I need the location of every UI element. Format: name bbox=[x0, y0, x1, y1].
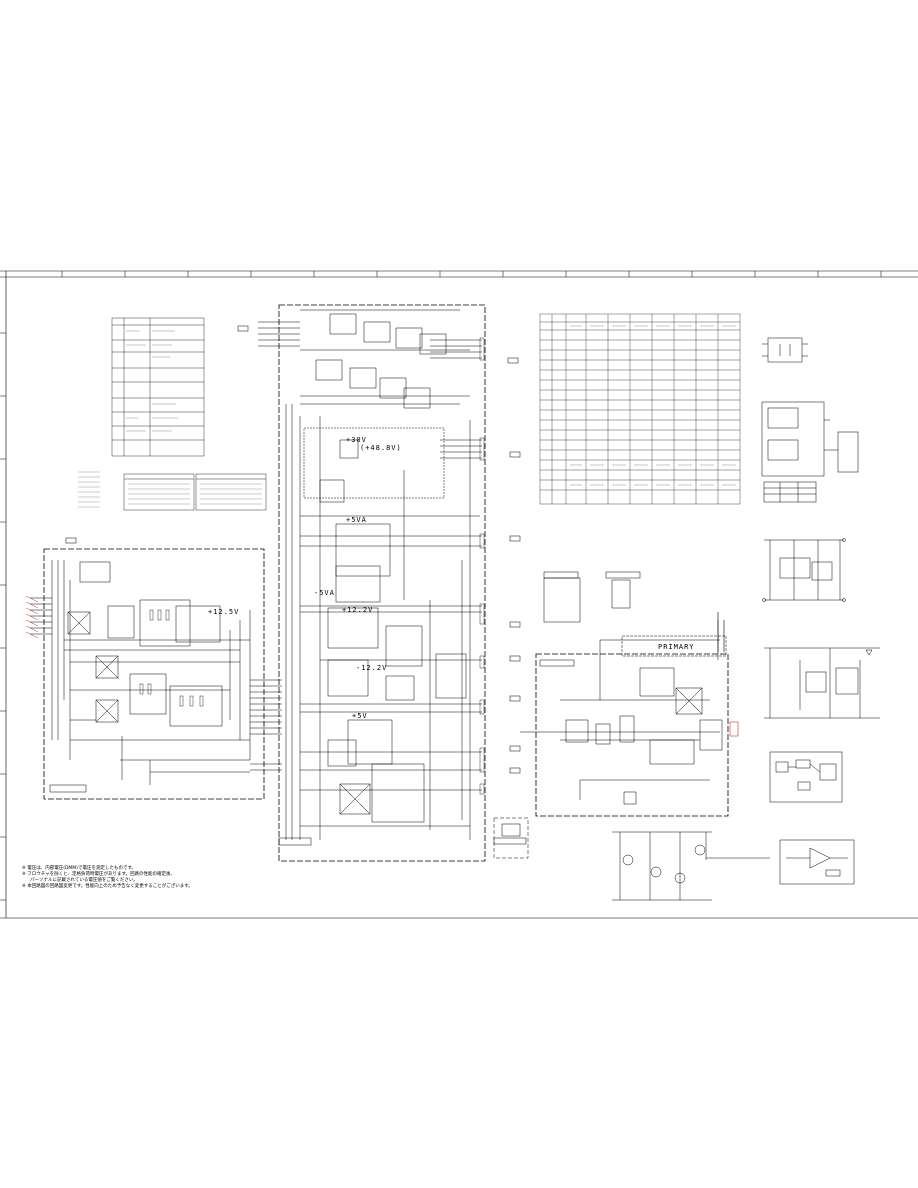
note-2: ※ フロウチャを除くと、定格負荷時電圧があります。回路の性能の確定後、 bbox=[22, 872, 176, 877]
note-1: ※ 電圧は、内部電圧(DMM)で電圧を測定したものです。 bbox=[22, 866, 136, 871]
primary-label: PRIMARY bbox=[658, 643, 695, 651]
optocoupler-diagram bbox=[761, 401, 859, 503]
transistor-circuit bbox=[612, 831, 770, 901]
parts-table-top-left bbox=[111, 317, 205, 457]
red-input-lines bbox=[25, 595, 39, 639]
ic-package-icon bbox=[762, 337, 808, 363]
sheet-frame bbox=[0, 270, 918, 919]
note-3: パーソナルに記載されている電圧値をご覧ください。 bbox=[30, 878, 138, 883]
rail-label-12v5: +12.5V bbox=[208, 608, 240, 616]
voltage-table bbox=[539, 313, 741, 505]
small-boxes-top bbox=[543, 571, 641, 623]
rail-label-5v: +5V bbox=[352, 712, 368, 720]
rail-label-48v: (+48.8V) bbox=[360, 444, 402, 452]
red-bracket bbox=[729, 721, 739, 737]
note-4: ※ 本回路図の回路図変更です。性能向上のため予告なく変更することがございます。 bbox=[22, 884, 193, 889]
left-board-circuitry bbox=[30, 560, 282, 785]
small-board bbox=[493, 817, 529, 859]
rail-label-5va: +5VA bbox=[346, 516, 367, 524]
opamp-diagram bbox=[779, 839, 855, 885]
side-tags bbox=[65, 325, 521, 774]
rail-label-12v2: +12.2V bbox=[342, 606, 374, 614]
rail-label-30v: +30V bbox=[346, 436, 367, 444]
legend-tables bbox=[78, 471, 267, 511]
center-board-outline bbox=[278, 304, 486, 862]
rail-label-neg5va: -5VA bbox=[314, 589, 335, 597]
left-board-outline bbox=[43, 548, 265, 800]
bottom-right-circuitry bbox=[520, 620, 723, 805]
wire-to-primary bbox=[717, 612, 725, 652]
center-board-circuitry bbox=[258, 309, 485, 840]
block-diagram bbox=[769, 751, 843, 803]
rail-label-neg12v2: -12.2V bbox=[356, 664, 388, 672]
amplifier-circuit-b bbox=[764, 647, 880, 719]
bottom-right-board-outline bbox=[535, 635, 729, 817]
amplifier-circuit-a bbox=[762, 538, 846, 602]
